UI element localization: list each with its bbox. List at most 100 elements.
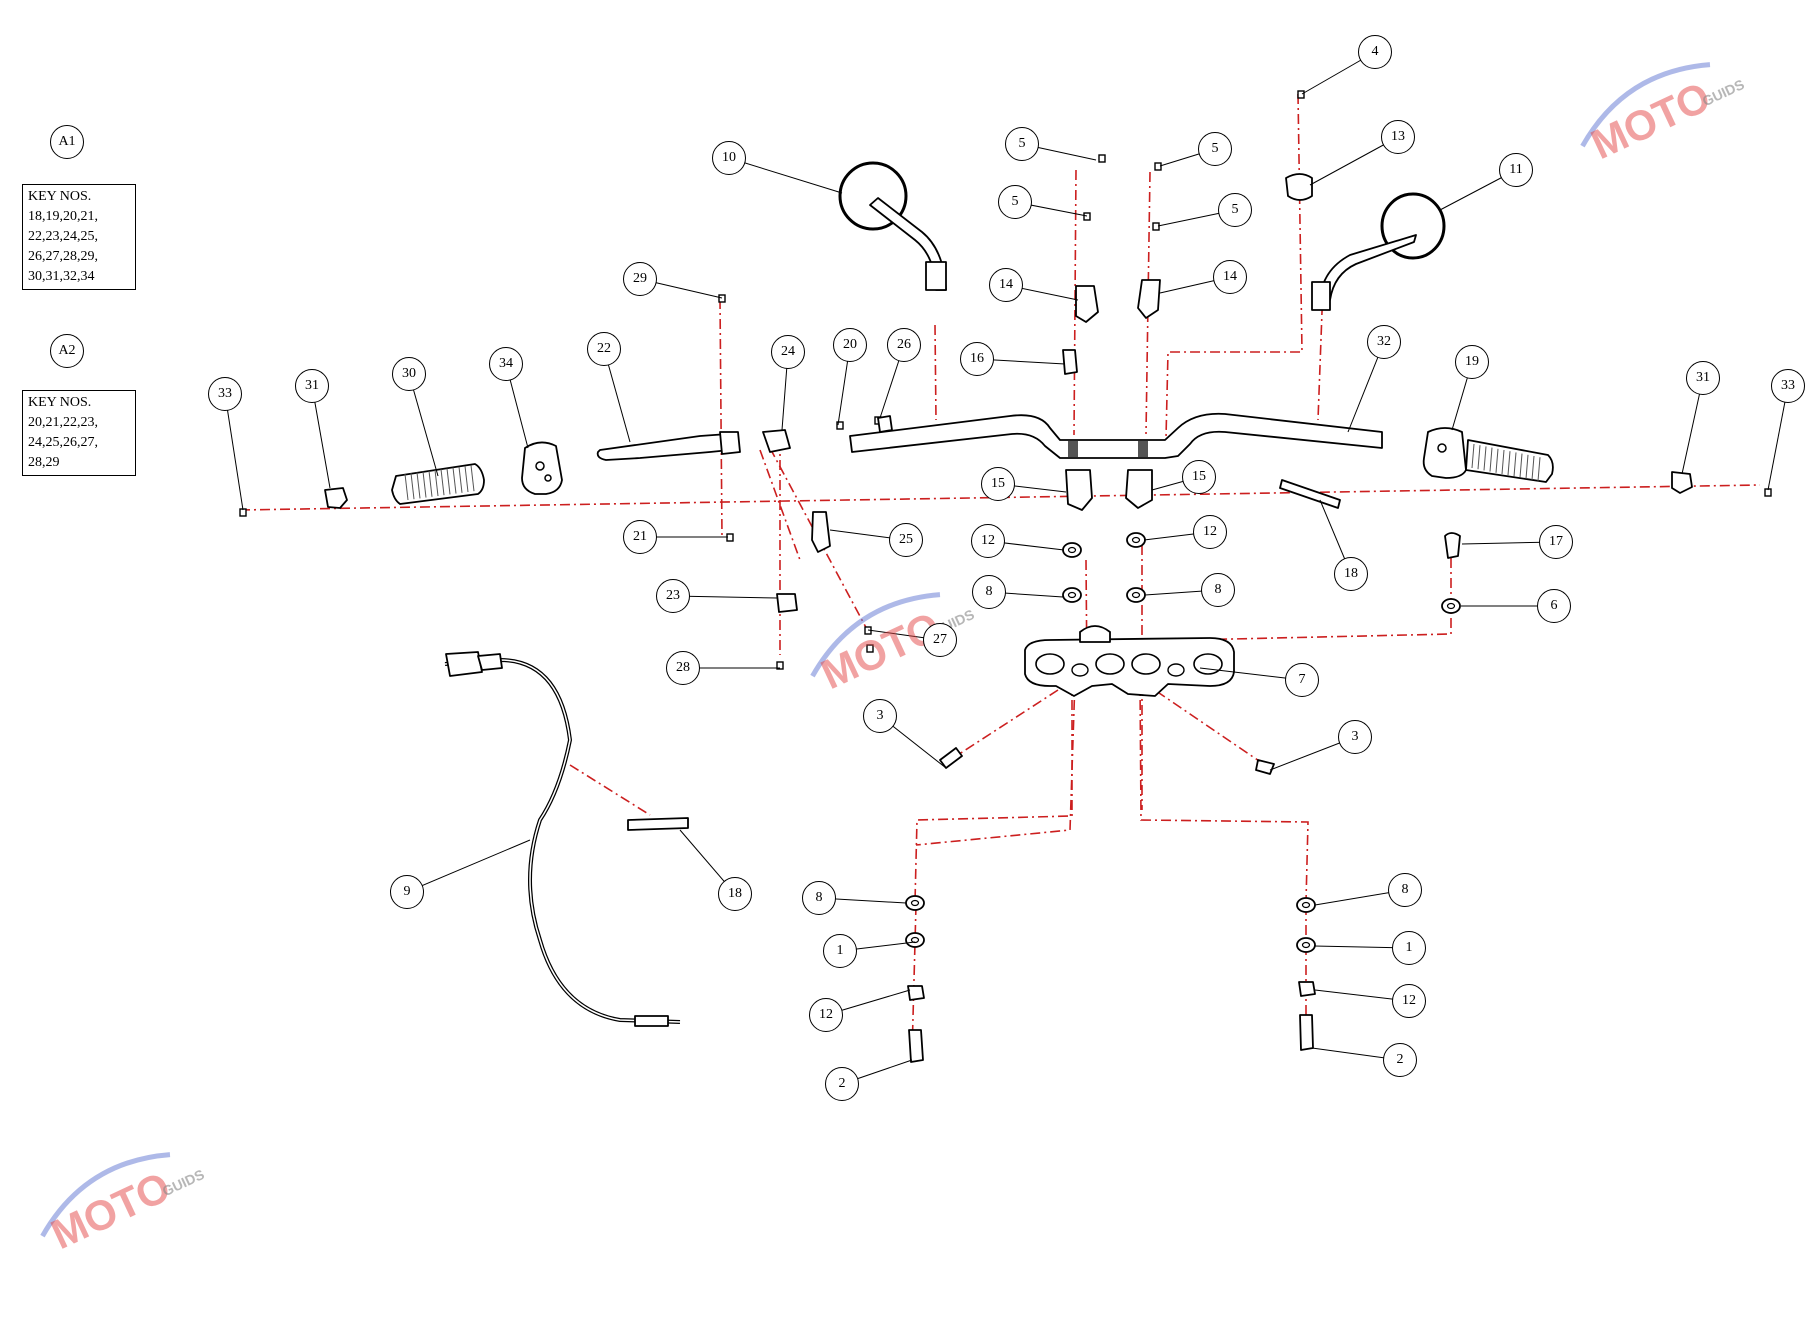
callout-15: 15 bbox=[981, 467, 1015, 501]
callout-10: 10 bbox=[712, 141, 746, 175]
washer-8 bbox=[910, 899, 920, 907]
mirror-arm-right bbox=[1319, 234, 1417, 301]
assembly-label-a2: A2 bbox=[50, 334, 84, 368]
center-line bbox=[949, 689, 1059, 761]
cable-lower-end bbox=[634, 1015, 669, 1027]
washer-8 bbox=[1301, 901, 1311, 909]
callout-24: 24 bbox=[771, 335, 805, 369]
switch-housing-right bbox=[1422, 427, 1467, 479]
leader-line bbox=[672, 595, 778, 599]
grip-texture bbox=[428, 470, 433, 497]
clutch-cable-inner bbox=[444, 659, 681, 1023]
callout-5: 5 bbox=[1218, 193, 1252, 227]
callout-5: 5 bbox=[1005, 127, 1039, 161]
nut-12 bbox=[907, 985, 925, 1001]
callout-4: 4 bbox=[1358, 35, 1392, 69]
mirror-stem-left bbox=[925, 261, 947, 291]
grip-texture bbox=[416, 472, 421, 499]
assembly-label-a1: A1 bbox=[50, 125, 84, 159]
grip-texture bbox=[1519, 453, 1523, 478]
yoke-hole bbox=[1095, 653, 1125, 675]
callout-1: 1 bbox=[823, 934, 857, 968]
leader-line bbox=[408, 373, 439, 477]
pin-18-upper bbox=[1279, 479, 1341, 509]
cable-adjuster bbox=[477, 653, 503, 671]
callout-5: 5 bbox=[998, 185, 1032, 219]
callout-30: 30 bbox=[392, 357, 426, 391]
washer-6 bbox=[1446, 602, 1456, 610]
clamp-lower-right bbox=[1125, 469, 1153, 509]
key-box-line: 26,27,28,29, bbox=[28, 249, 98, 264]
callout-1: 1 bbox=[1392, 931, 1426, 965]
handlebar bbox=[849, 412, 1383, 459]
callout-20: 20 bbox=[833, 328, 867, 362]
callout-16: 16 bbox=[960, 342, 994, 376]
grip-texture bbox=[1531, 455, 1535, 481]
grip-texture bbox=[1483, 446, 1487, 471]
callout-8: 8 bbox=[1201, 573, 1235, 607]
callout-34: 34 bbox=[489, 347, 523, 381]
bolt-3 bbox=[1255, 759, 1275, 775]
lever-pivot bbox=[719, 431, 741, 455]
key-box-a2: KEY NOS. 20,21,22,23, 24,25,26,27, 28,29 bbox=[22, 390, 136, 476]
clamp-lower-left bbox=[1065, 469, 1093, 511]
center-line bbox=[934, 324, 937, 421]
fastener bbox=[1098, 154, 1106, 163]
pin-26 bbox=[877, 415, 893, 433]
grip-texture bbox=[446, 468, 451, 495]
center-line bbox=[914, 680, 1073, 903]
washer-12 bbox=[1067, 546, 1077, 554]
fastener bbox=[718, 294, 726, 303]
callout-31: 31 bbox=[1686, 361, 1720, 395]
center-line bbox=[1165, 93, 1303, 439]
grip-texture bbox=[1525, 454, 1529, 479]
callout-12: 12 bbox=[971, 524, 1005, 558]
bolt-3 bbox=[939, 747, 963, 769]
fastener bbox=[1297, 90, 1305, 99]
cable-end bbox=[445, 651, 483, 677]
bar-end-left bbox=[324, 487, 348, 509]
grip-texture bbox=[452, 467, 457, 494]
grip-texture bbox=[1477, 445, 1481, 470]
callout-3: 3 bbox=[863, 699, 897, 733]
callout-18: 18 bbox=[718, 877, 752, 911]
yoke-boss bbox=[1079, 625, 1111, 643]
callout-2: 2 bbox=[1383, 1043, 1417, 1077]
callout-11: 11 bbox=[1499, 153, 1533, 187]
fastener bbox=[776, 661, 784, 670]
leader-line bbox=[311, 385, 331, 489]
callout-29: 29 bbox=[623, 262, 657, 296]
key-box-line: 18,19,20,21, bbox=[28, 209, 98, 224]
watermark-brand: MOTO bbox=[1584, 73, 1717, 169]
clamp-upper-right bbox=[1137, 279, 1161, 319]
center-line bbox=[719, 298, 723, 538]
callout-6: 6 bbox=[1537, 589, 1571, 623]
callout-8: 8 bbox=[1388, 873, 1422, 907]
yoke-hole bbox=[1035, 653, 1065, 675]
yoke-hole bbox=[1193, 653, 1223, 675]
washer-8 bbox=[1067, 591, 1077, 599]
leader-line bbox=[728, 157, 843, 194]
grip-texture bbox=[1471, 443, 1475, 469]
key-box-title: KEY NOS. bbox=[28, 395, 92, 410]
washer-1 bbox=[910, 936, 920, 944]
grip-texture bbox=[1537, 457, 1541, 482]
key-box-a1: KEY NOS. 18,19,20,21, 22,23,24,25, 26,27… bbox=[22, 184, 136, 290]
callout-5: 5 bbox=[1198, 132, 1232, 166]
bolt-2 bbox=[1299, 1014, 1314, 1051]
callout-26: 26 bbox=[887, 328, 921, 362]
bolt-2 bbox=[908, 1029, 924, 1063]
handlebar-knurl bbox=[1068, 441, 1078, 457]
ignition-switch bbox=[1285, 173, 1313, 201]
bracket-25 bbox=[811, 511, 831, 553]
watermark-brand: MOTO bbox=[44, 1163, 177, 1259]
callout-19: 19 bbox=[1455, 345, 1489, 379]
cap-17 bbox=[1444, 532, 1461, 559]
key-box-title: KEY NOS. bbox=[28, 189, 92, 204]
callout-14: 14 bbox=[989, 268, 1023, 302]
grip-texture bbox=[434, 469, 439, 497]
callout-21: 21 bbox=[623, 520, 657, 554]
